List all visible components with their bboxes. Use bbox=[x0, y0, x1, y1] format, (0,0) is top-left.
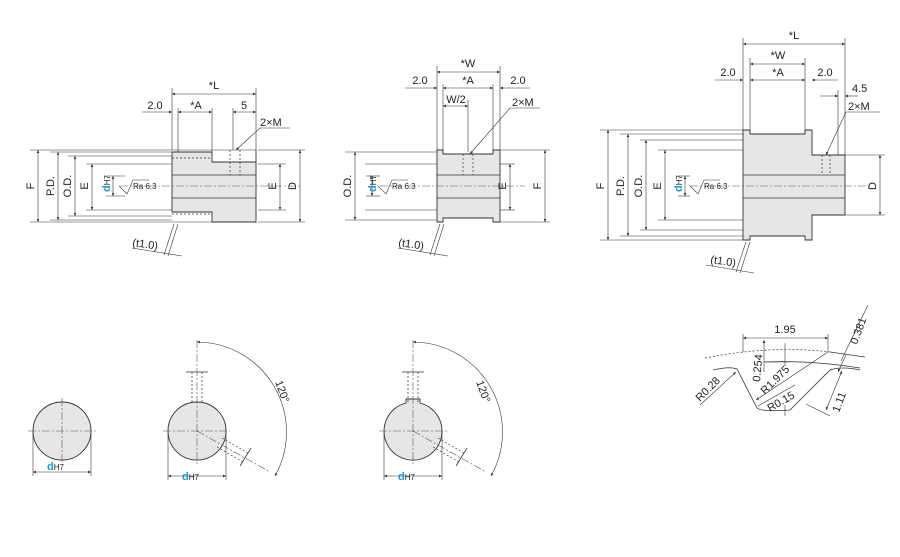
dim-E: E bbox=[652, 182, 664, 189]
dim-tap: 2×M bbox=[848, 101, 870, 113]
dim-tap: 2×M bbox=[512, 97, 534, 109]
dim-F: F bbox=[25, 182, 37, 189]
dim-r3: R0.28 bbox=[694, 375, 723, 404]
dim-A: *A bbox=[772, 67, 784, 79]
dim-OD: O.D. bbox=[633, 175, 645, 198]
dim-A: *A bbox=[462, 75, 474, 87]
dim-flange-left: 2.0 bbox=[720, 67, 735, 79]
dim-bore: dH7 bbox=[101, 174, 113, 192]
right-pulley-view: *L *W 2.0 *A 2.0 4.5 2×M F P.D. O.D. E D… bbox=[595, 30, 885, 274]
dim-PD: P.D. bbox=[615, 176, 627, 196]
dim-F: F bbox=[532, 182, 544, 189]
left-pulley-view: *L 2.0 *A 5 2×M F P.D. O.D. E E D dH7 Ra… bbox=[25, 80, 305, 257]
dim-tap-position: 4.5 bbox=[852, 83, 867, 95]
dim-pitch: 1.95 bbox=[774, 324, 795, 336]
dim-angle: 120° bbox=[272, 379, 291, 404]
dim-pld: 0.381 bbox=[849, 316, 870, 346]
dim-OD: O.D. bbox=[62, 175, 74, 198]
dim-half-W: W/2 bbox=[446, 94, 466, 106]
dim-thickness: (t1.0) bbox=[132, 237, 159, 252]
dim-bore: dH7 bbox=[673, 174, 685, 192]
dim-E: E bbox=[79, 182, 91, 189]
section-round-bore: dH7 bbox=[28, 398, 96, 476]
middle-pulley-view: *W 2.0 *A 2.0 W/2 2×M O.D. E F dH7 Ra 6.… bbox=[342, 58, 550, 257]
dim-D: D bbox=[287, 182, 299, 190]
dim-W: *W bbox=[771, 50, 786, 62]
dim-A: *A bbox=[190, 100, 202, 112]
dim-bore: dH7 bbox=[182, 471, 200, 483]
dim-tap-position: 5 bbox=[241, 100, 247, 112]
dim-depth: 0.254 bbox=[751, 354, 765, 382]
dim-flange-right: 2.0 bbox=[510, 75, 525, 87]
roughness-symbol: Ra 6.3 bbox=[133, 182, 157, 191]
dim-thickness: (t1.0) bbox=[710, 254, 737, 269]
roughness-symbol: Ra 6.3 bbox=[392, 182, 416, 191]
dim-flange-right: 2.0 bbox=[817, 67, 832, 79]
dim-bore: dH7 bbox=[398, 471, 416, 483]
dim-height: 1.11 bbox=[831, 391, 849, 414]
dim-angle: 120° bbox=[473, 379, 492, 404]
roughness-symbol: Ra 6.3 bbox=[704, 182, 728, 191]
section-tapped-bore-2: dH7 120° bbox=[379, 340, 503, 483]
dim-tap: 2×M bbox=[260, 117, 282, 129]
dim-E-right: E bbox=[267, 182, 279, 189]
dim-flange: 2.0 bbox=[147, 100, 162, 112]
dim-F: F bbox=[595, 182, 607, 189]
dim-W: *W bbox=[461, 58, 476, 70]
dim-OD: O.D. bbox=[342, 175, 354, 198]
dim-L: *L bbox=[789, 30, 799, 42]
dim-bore: dH7 bbox=[47, 461, 65, 473]
section-tapped-bore-1: dH7 120° bbox=[163, 340, 291, 483]
dim-flange-left: 2.0 bbox=[412, 75, 427, 87]
dim-D: D bbox=[867, 182, 879, 190]
dim-L: *L bbox=[209, 80, 219, 92]
dim-bore: dH7 bbox=[367, 174, 379, 192]
dim-PD: P.D. bbox=[45, 176, 57, 196]
dim-thickness: (t1.0) bbox=[398, 237, 425, 252]
dim-E: E bbox=[497, 182, 509, 189]
tooth-profile: 1.95 0.254 R1.975 R0.15 R0.28 0.381 1.11 bbox=[694, 304, 870, 417]
